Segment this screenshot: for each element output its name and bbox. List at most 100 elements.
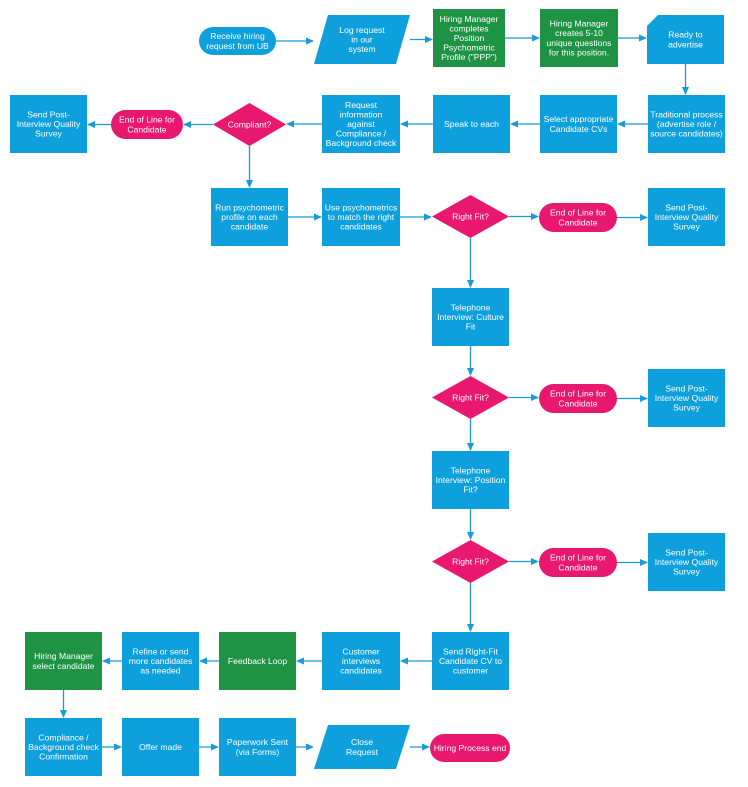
node-survey-4-shape bbox=[648, 533, 725, 591]
node-tel-culture-line-1: Interview: Culture bbox=[437, 312, 504, 322]
node-paperwork-line-0: Paperwork Sent bbox=[227, 737, 289, 747]
node-request-info-shape bbox=[322, 95, 400, 153]
node-eol-3-line-0: End of Line for bbox=[550, 389, 606, 399]
node-eol-4-shape bbox=[539, 548, 617, 577]
node-feedback-shape bbox=[219, 632, 296, 690]
node-ready-shape bbox=[647, 15, 724, 64]
node-eol-4-line-1: Candidate bbox=[558, 562, 597, 572]
node-use-psych-line-0: Use psychometrics bbox=[325, 202, 398, 212]
node-request-info-line-3: Compliance / bbox=[336, 129, 387, 139]
node-receive-line-1: request from UB bbox=[206, 41, 269, 51]
node-survey-2-shape bbox=[648, 188, 725, 246]
node-traditional-shape bbox=[648, 95, 725, 153]
node-close-line-1: Request bbox=[346, 747, 379, 757]
node-compliant-shape bbox=[213, 103, 286, 146]
node-eol-3-line-1: Candidate bbox=[558, 398, 597, 408]
node-log-line-0: Log request bbox=[339, 25, 385, 35]
node-speak-line-0: Speak to each bbox=[444, 119, 499, 129]
node-traditional-line-1: (advertise role / bbox=[657, 119, 717, 129]
node-eol-1-line-1: Candidate bbox=[127, 124, 166, 134]
node-customer-interviews-line-2: candidates bbox=[340, 666, 382, 676]
node-survey-1-line-0: Send Post- bbox=[27, 109, 70, 119]
node-fit-3: Right Fit? bbox=[432, 540, 509, 583]
node-compliant: Compliant? bbox=[213, 103, 286, 146]
node-refine-shape bbox=[122, 632, 199, 690]
node-use-psych-line-1: to match the right bbox=[328, 212, 395, 222]
node-hm-questions-line-3: for this position. bbox=[549, 47, 609, 57]
node-eol-2-line-0: End of Line for bbox=[550, 208, 606, 218]
node-send-cv-line-2: customer bbox=[453, 666, 488, 676]
node-hm-ppp-line-3: Psychometric bbox=[443, 43, 495, 53]
node-hm-questions-line-2: unique questions bbox=[547, 38, 612, 48]
node-fit-2-shape bbox=[432, 376, 509, 419]
node-hm-ppp-line-4: Profile ("PPP") bbox=[441, 52, 497, 62]
node-survey-3-line-1: Interview Quality bbox=[655, 393, 719, 403]
node-survey-3-line-0: Send Post- bbox=[665, 383, 708, 393]
node-log-shape bbox=[314, 15, 410, 64]
node-hm-questions-shape bbox=[540, 9, 618, 67]
node-log-line-1: in our bbox=[351, 35, 373, 45]
node-receive-line-0: Receive hiring bbox=[210, 31, 265, 41]
node-customer-interviews-shape bbox=[322, 632, 400, 690]
node-compliance-confirm-line-2: Confirmation bbox=[39, 752, 88, 762]
node-hm-select-line-0: Hiring Manager bbox=[34, 651, 93, 661]
node-eol-3-shape bbox=[539, 384, 617, 413]
node-tel-position-shape bbox=[432, 451, 509, 509]
node-request-info-line-4: Background check bbox=[326, 138, 397, 148]
node-hm-ppp: Hiring ManagercompletesPositionPsychomet… bbox=[433, 9, 505, 67]
node-request-info-line-0: Request bbox=[345, 100, 378, 110]
node-close-line-0: Close bbox=[351, 737, 373, 747]
node-refine-line-0: Refine or send bbox=[133, 646, 189, 656]
node-tel-culture-shape bbox=[432, 288, 509, 346]
node-hm-select-shape bbox=[25, 632, 102, 690]
node-receive-shape bbox=[199, 27, 276, 55]
node-hm-questions-line-1: creates 5-10 bbox=[555, 28, 603, 38]
node-tel-culture-line-2: Fit bbox=[466, 322, 476, 332]
node-paperwork: Paperwork Sent(via Forms) bbox=[219, 718, 296, 776]
node-end-line-0: Hiring Process end bbox=[434, 743, 507, 753]
node-survey-1-shape bbox=[10, 95, 87, 153]
node-fit-1-line-0: Right Fit? bbox=[452, 212, 489, 222]
node-feedback: Feedback Loop bbox=[219, 632, 296, 690]
node-eol-2-shape bbox=[539, 203, 617, 232]
node-hm-ppp-line-2: Position bbox=[454, 33, 485, 43]
node-survey-4-line-2: Survey bbox=[673, 567, 700, 577]
node-traditional: Traditional process(advertise role /sour… bbox=[648, 95, 725, 153]
node-hm-ppp-shape bbox=[433, 9, 505, 67]
node-survey-1-line-1: Interview Quality bbox=[17, 119, 81, 129]
node-traditional-line-2: source candidates) bbox=[650, 129, 723, 139]
node-run-psych-line-0: Run psychometric bbox=[215, 202, 284, 212]
node-fit-3-shape bbox=[432, 540, 509, 583]
node-fit-2: Right Fit? bbox=[432, 376, 509, 419]
node-eol-1-line-0: End of Line for bbox=[119, 115, 175, 125]
node-fit-1: Right Fit? bbox=[432, 195, 509, 238]
node-ready-line-0: Ready to bbox=[668, 30, 703, 40]
connector-layer bbox=[60, 34, 689, 751]
node-tel-position-line-2: Fit? bbox=[463, 485, 478, 495]
node-survey-3-line-2: Survey bbox=[673, 403, 700, 413]
node-paperwork-line-1: (via Forms) bbox=[236, 747, 280, 757]
node-select-cvs-line-0: Select appropriate bbox=[544, 114, 614, 124]
node-use-psych-shape bbox=[322, 188, 400, 246]
node-fit-3-line-0: Right Fit? bbox=[452, 557, 489, 567]
node-tel-position-line-0: Telephone bbox=[451, 465, 491, 475]
node-request-info-line-2: against bbox=[347, 119, 375, 129]
node-fit-2-line-0: Right Fit? bbox=[452, 393, 489, 403]
node-run-psych-line-2: candidate bbox=[231, 222, 268, 232]
node-fit-1-shape bbox=[432, 195, 509, 238]
node-hm-ppp-line-0: Hiring Manager bbox=[440, 14, 499, 24]
